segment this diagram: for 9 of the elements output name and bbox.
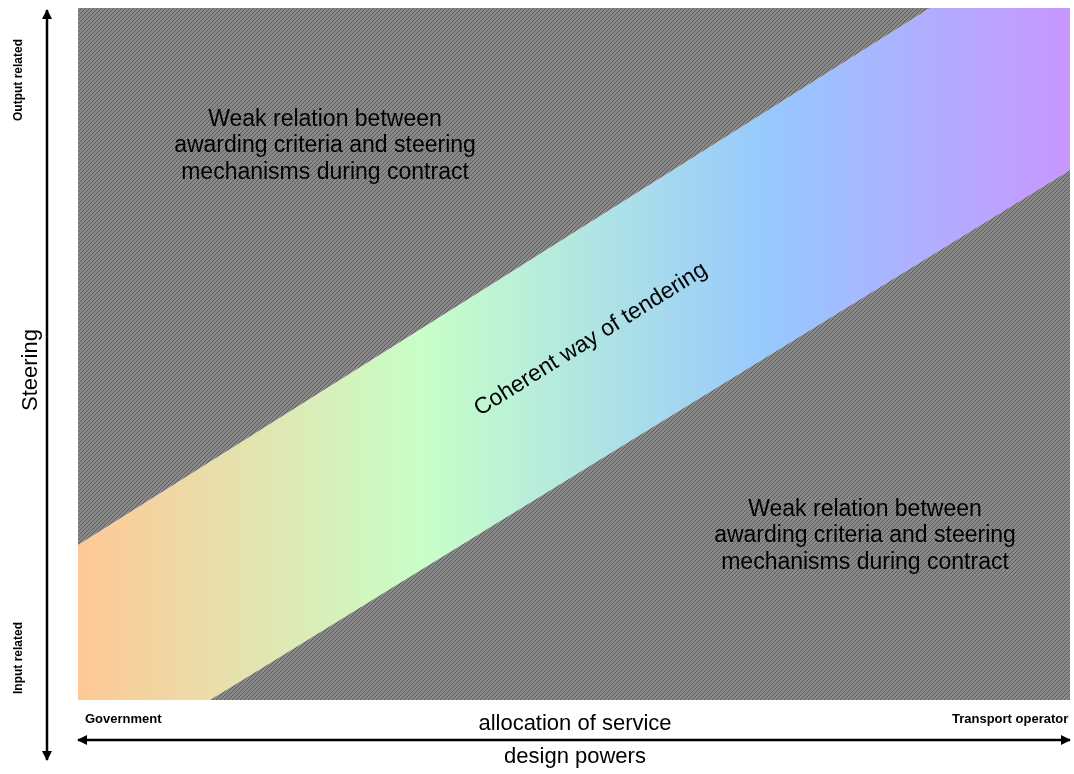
axis-end-label: Output related xyxy=(11,39,25,121)
region-label: Weak relation between awarding criteria and steering mechanisms during contract xyxy=(173,105,477,185)
region-label: Weak relation between awarding criteria and steering mechanisms during contract xyxy=(713,495,1017,575)
axis-title: allocation of service design powers xyxy=(477,709,673,770)
axis-title: Steering xyxy=(17,329,43,411)
axis-end-label: Government xyxy=(85,711,162,726)
axis-end-label: Transport operator xyxy=(952,711,1069,726)
gradient-band xyxy=(78,8,1070,700)
axis-end-label: Input related xyxy=(11,622,25,694)
